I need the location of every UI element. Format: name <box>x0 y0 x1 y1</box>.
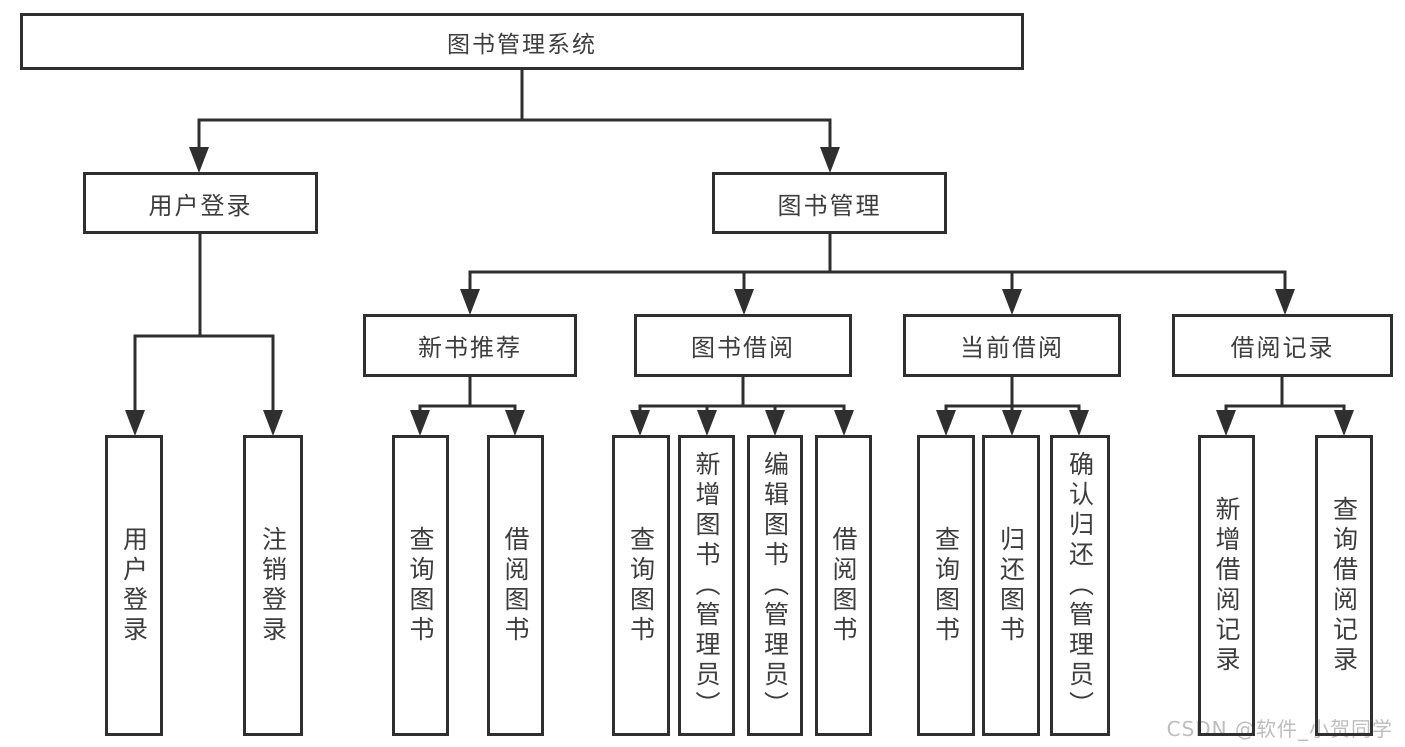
leaf-query-books-3: 查询图书 <box>917 435 975 736</box>
node-current-borrowing: 当前借阅 <box>903 314 1121 377</box>
leaf-return-books: 归还图书 <box>982 435 1040 736</box>
node-user-login: 用户登录 <box>83 172 318 234</box>
watermark-text: CSDN @软件_小贺同学 <box>1166 717 1393 741</box>
leaf-logout: 注销登录 <box>243 435 303 736</box>
node-book-borrowing: 图书借阅 <box>634 314 852 377</box>
leaf-query-books-2: 查询图书 <box>612 435 670 736</box>
node-new-book-recommendation: 新书推荐 <box>363 314 577 377</box>
leaf-borrow-books-1: 借阅图书 <box>487 435 544 736</box>
leaf-user-login: 用户登录 <box>105 435 163 736</box>
node-borrowing-records: 借阅记录 <box>1172 314 1393 377</box>
leaf-query-books-1: 查询图书 <box>392 435 449 736</box>
leaf-add-books-admin: 新增图书（管理员） <box>678 435 735 736</box>
leaf-add-borrow-record: 新增借阅记录 <box>1198 435 1255 736</box>
leaf-borrow-books-2: 借阅图书 <box>815 435 872 736</box>
node-library-management-system: 图书管理系统 <box>20 13 1024 70</box>
leaf-edit-books-admin: 编辑图书（管理员） <box>747 435 803 736</box>
leaf-query-borrow-record: 查询借阅记录 <box>1315 435 1373 736</box>
leaf-confirm-return-admin: 确认归还（管理员） <box>1050 435 1110 736</box>
node-book-management: 图书管理 <box>712 172 947 234</box>
arrowheads <box>125 147 1354 436</box>
